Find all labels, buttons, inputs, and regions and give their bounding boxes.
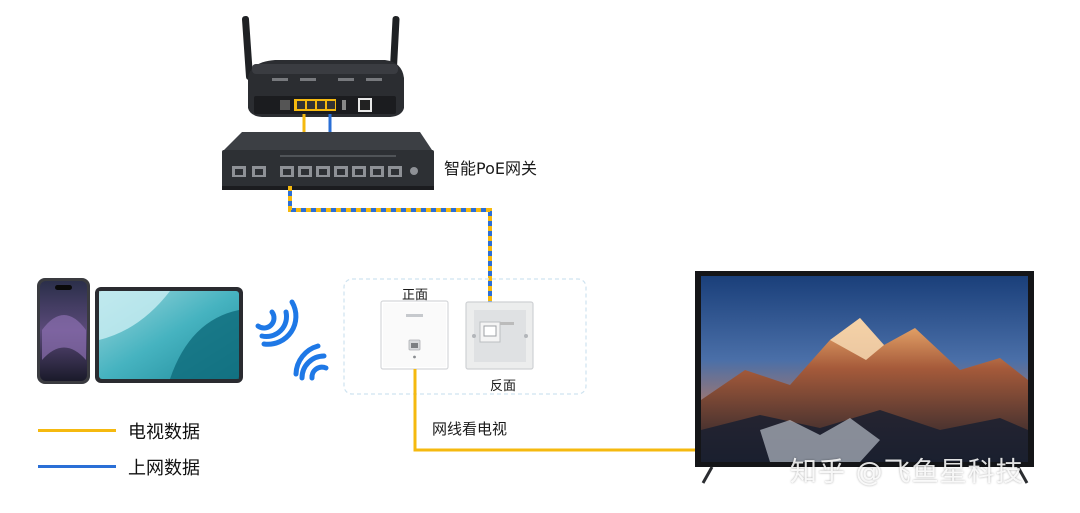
panel-front-label: 正面 [402, 288, 429, 303]
wifi-icon-2 [293, 343, 329, 381]
panel-back-label: 反面 [490, 379, 517, 394]
panel-to-tv-cable [413, 369, 706, 452]
tablet-icon [95, 287, 243, 383]
legend-internet-label: 上网数据 [128, 458, 200, 479]
wall-ap-icon [380, 300, 449, 370]
router-icon [241, 16, 404, 117]
watermark: 知乎 @飞鱼星科技 [790, 457, 1024, 488]
switch-to-panel-cable [288, 186, 492, 316]
legend-tv-line [38, 429, 116, 432]
tv-icon [695, 271, 1034, 484]
panel-group-box [343, 278, 587, 395]
cable-to-tv-label: 网线看电视 [432, 420, 508, 438]
phone-icon [37, 278, 90, 384]
wall-ap-back-icon [465, 301, 534, 370]
legend-internet-line [38, 465, 116, 468]
poe-switch-icon [222, 132, 434, 190]
wifi-icon [255, 299, 299, 347]
gateway-label: 智能PoE网关 [444, 159, 537, 178]
legend-tv-label: 电视数据 [128, 422, 200, 443]
